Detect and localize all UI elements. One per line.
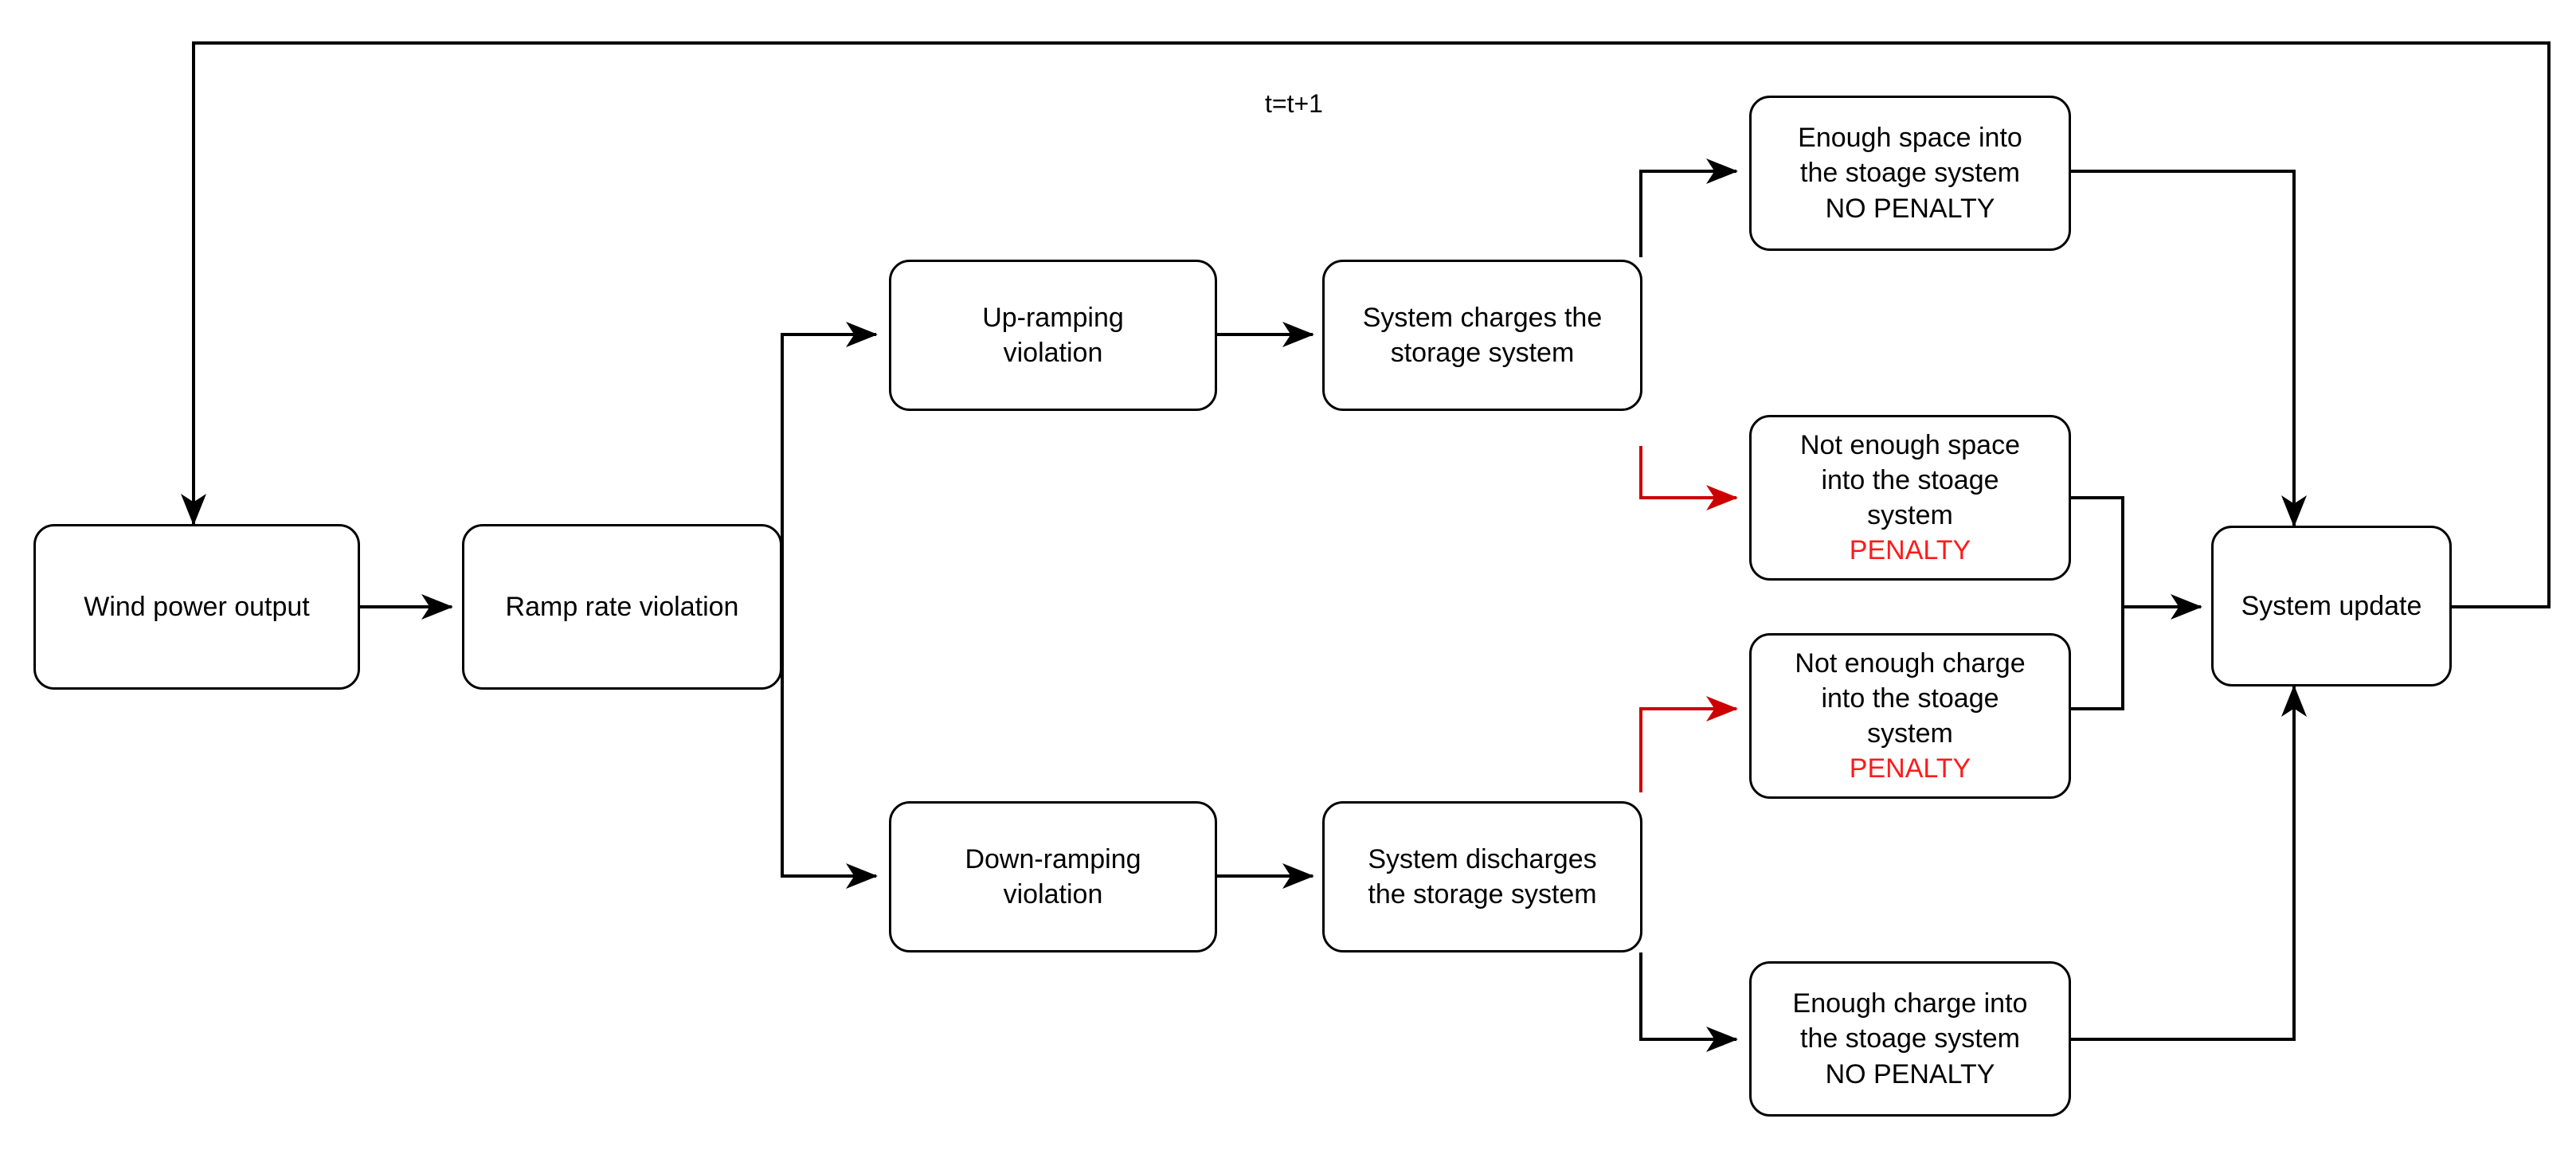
node-line: Ramp rate violation xyxy=(505,591,739,622)
node-down-ramping-violation-label: Down-ramping violation xyxy=(899,842,1207,912)
node-line: system xyxy=(1867,718,1953,749)
node-wind-power-output[interactable]: Wind power output xyxy=(33,524,360,690)
node-not-enough-charge-label: Not enough charge into the stoage system… xyxy=(1760,646,2061,787)
node-line: Not enough charge xyxy=(1795,647,2026,679)
node-line: NO PENALTY xyxy=(1825,1058,1995,1089)
node-system-discharges-label: System discharges the storage system xyxy=(1333,842,1632,912)
node-line: System discharges xyxy=(1368,843,1597,874)
node-line: System charges the xyxy=(1362,302,1603,333)
node-not-enough-charge[interactable]: Not enough charge into the stoage system… xyxy=(1749,633,2071,799)
node-system-charges[interactable]: System charges the storage system xyxy=(1322,260,1642,411)
node-up-ramping-violation-label: Up-ramping violation xyxy=(899,300,1207,370)
node-line: System update xyxy=(2241,590,2422,621)
edge-discharges-to-enough-charge xyxy=(1639,952,1738,1052)
node-enough-charge-label: Enough charge into the stoage system NO … xyxy=(1760,986,2061,1092)
node-system-update[interactable]: System update xyxy=(2211,526,2452,686)
node-line: violation xyxy=(1003,338,1103,368)
node-enough-space[interactable]: Enough space into the stoage system NO P… xyxy=(1749,96,2071,251)
node-not-enough-space-label: Not enough space into the stoage system … xyxy=(1760,428,2061,569)
edge-discharges-penalty xyxy=(1639,696,1738,792)
node-wind-power-output-label: Wind power output xyxy=(44,589,350,624)
node-line: Not enough space xyxy=(1800,429,2020,460)
node-line: into the stoage xyxy=(1821,683,1999,714)
node-line: Down-ramping xyxy=(965,843,1141,874)
edge-label-feedback: t=t+1 xyxy=(1265,89,1323,118)
node-line: the stoage system xyxy=(1800,158,2020,189)
node-line: violation xyxy=(1003,879,1103,909)
edge-enough-space-to-update xyxy=(2071,170,2307,527)
node-line: Wind power output xyxy=(84,591,310,622)
node-system-update-label: System update xyxy=(2222,589,2441,624)
node-system-discharges[interactable]: System discharges the storage system xyxy=(1322,801,1642,952)
edge-charges-penalty xyxy=(1639,474,1738,510)
node-ramp-rate-violation-label: Ramp rate violation xyxy=(472,589,772,624)
node-ramp-rate-violation[interactable]: Ramp rate violation xyxy=(462,524,782,690)
edge-ramp-branch-up xyxy=(781,322,878,607)
node-line: the storage system xyxy=(1368,879,1597,909)
edge-not-enough-charge-to-update xyxy=(2071,607,2124,710)
node-line: system xyxy=(1867,500,1953,530)
node-enough-space-label: Enough space into the stoage system NO P… xyxy=(1760,120,2061,226)
node-penalty-label: PENALTY xyxy=(1849,535,1971,566)
edge-ramp-branch-down xyxy=(781,607,878,889)
node-line: Enough charge into xyxy=(1792,988,2028,1019)
node-line: NO PENALTY xyxy=(1825,193,1995,224)
node-line: Enough space into xyxy=(1798,123,2022,154)
node-enough-charge[interactable]: Enough charge into the stoage system NO … xyxy=(1749,961,2071,1117)
edge-charges-to-enough-space xyxy=(1639,158,1738,257)
node-penalty-label: PENALTY xyxy=(1849,753,1971,784)
node-line: Up-ramping xyxy=(982,302,1124,333)
edge-enough-charge-to-update xyxy=(2071,685,2307,1041)
edge-not-enough-space-to-update xyxy=(2071,496,2202,620)
node-up-ramping-violation[interactable]: Up-ramping violation xyxy=(889,260,1217,411)
node-line: the stoage system xyxy=(1800,1023,2020,1054)
node-down-ramping-violation[interactable]: Down-ramping violation xyxy=(889,801,1217,952)
node-line: into the stoage xyxy=(1821,464,1999,495)
node-not-enough-space[interactable]: Not enough space into the stoage system … xyxy=(1749,415,2071,581)
node-line: storage system xyxy=(1390,338,1575,368)
node-system-charges-label: System charges the storage system xyxy=(1333,300,1632,370)
